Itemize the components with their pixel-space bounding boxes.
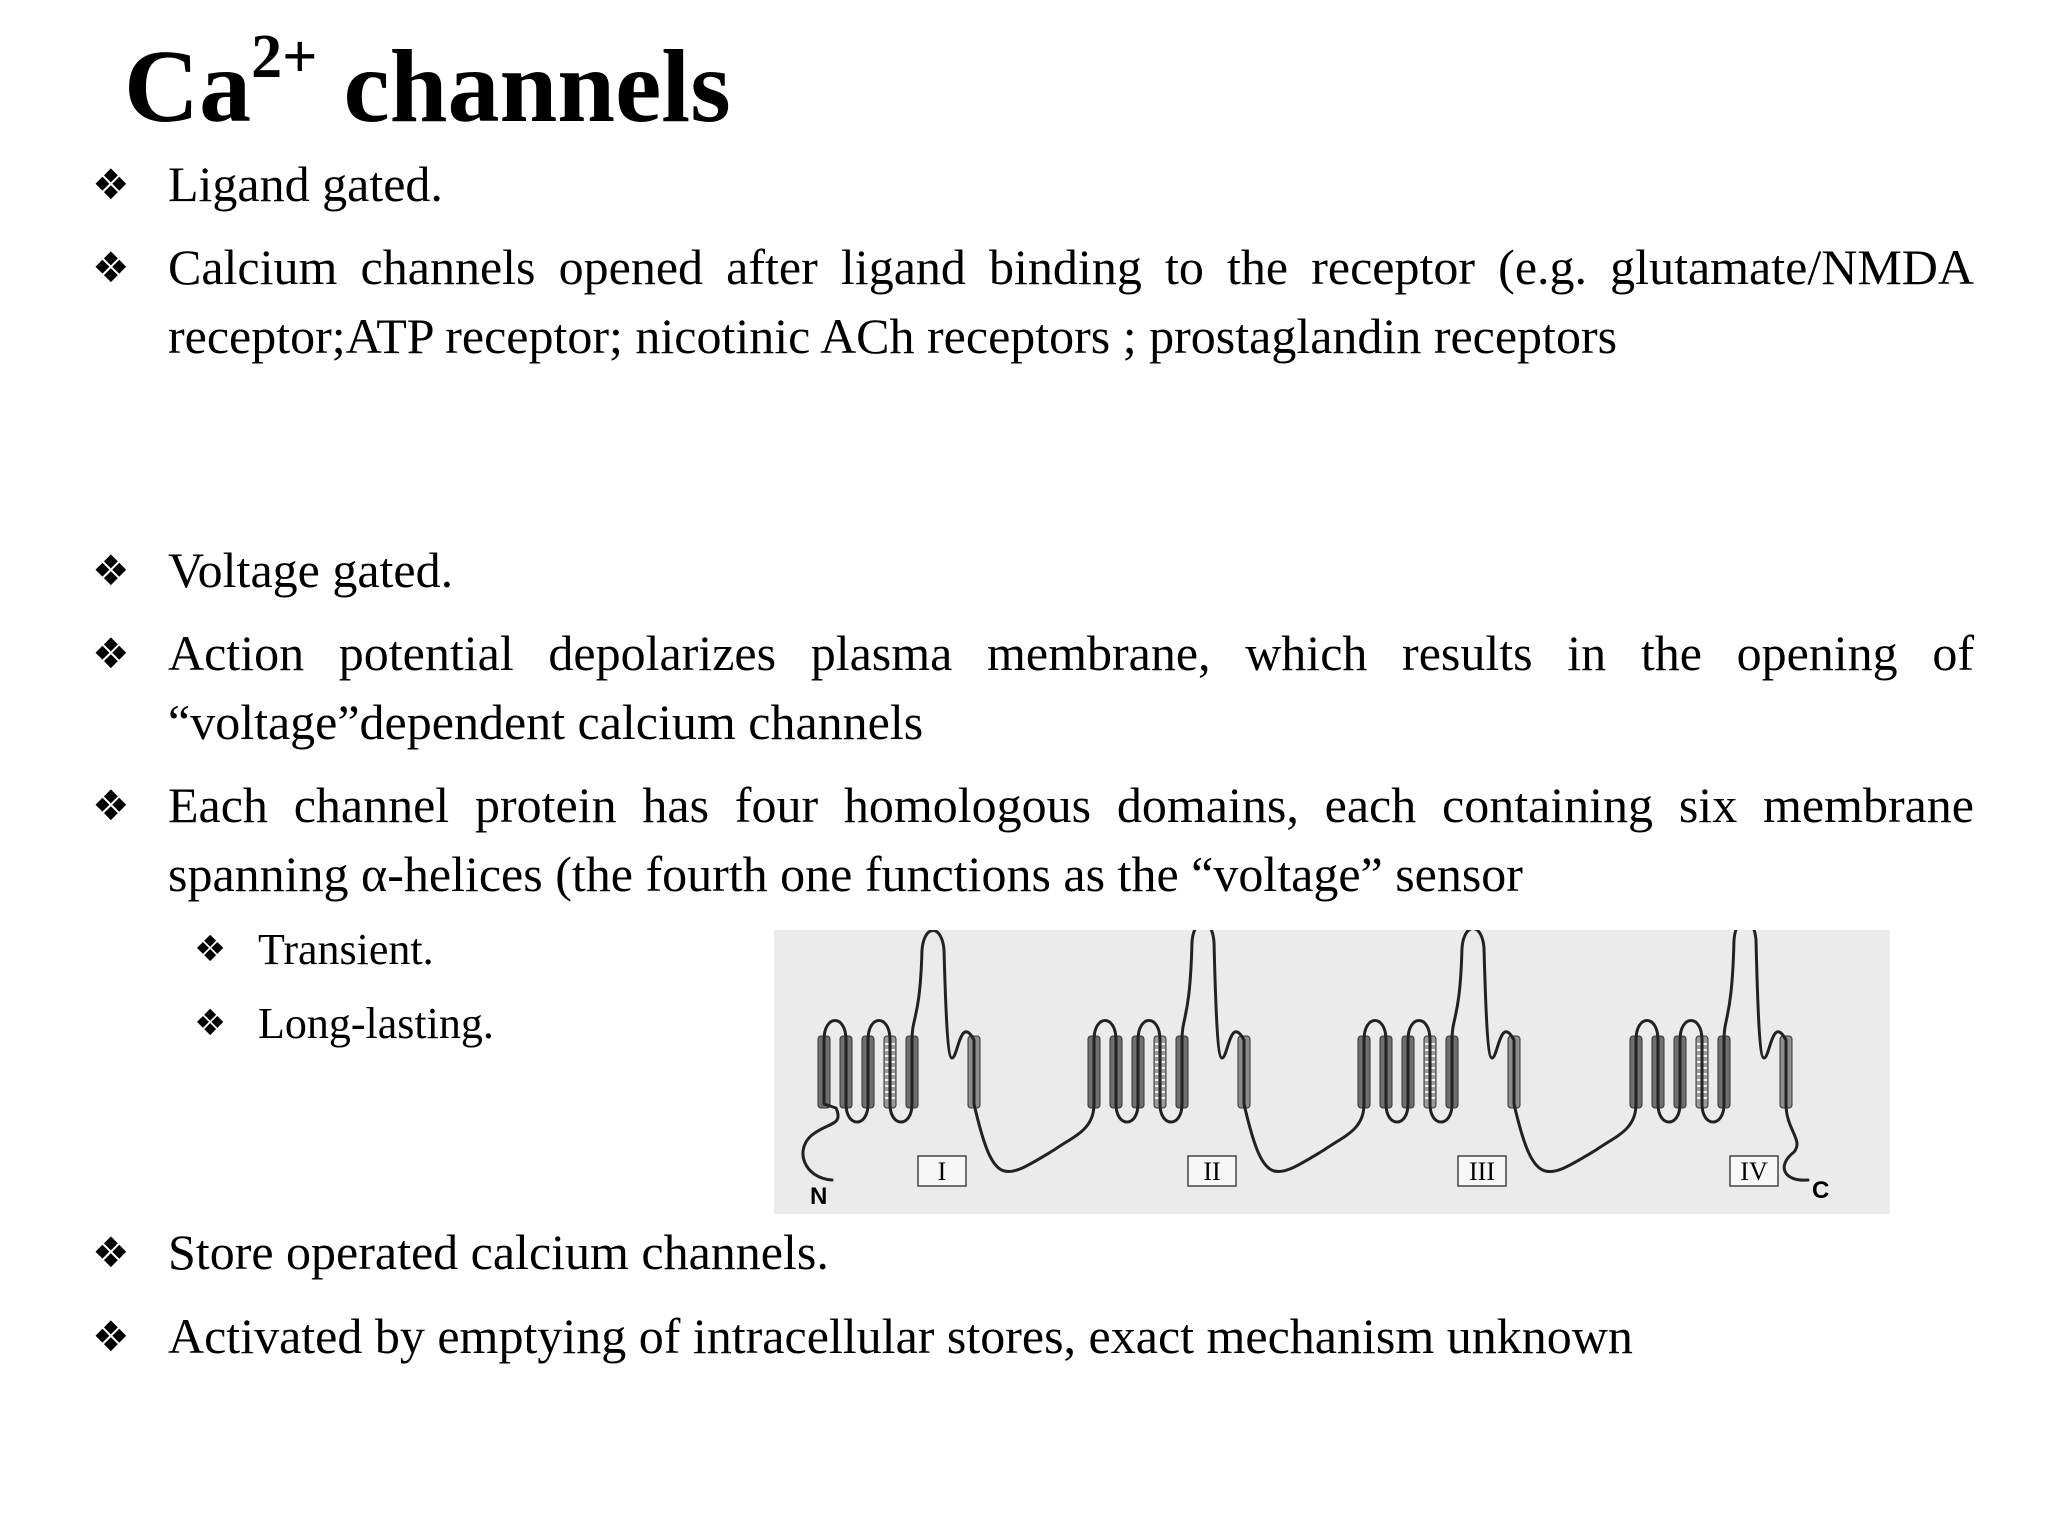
bullet-glyph: ❖	[92, 160, 130, 209]
domain-label: IV	[1740, 1157, 1768, 1186]
bullet-action-potential: ❖ Action potential depolarizes plasma me…	[92, 619, 1974, 757]
slide-title: Ca2+ channels	[124, 23, 731, 144]
bullet-glyph: ❖	[92, 243, 130, 292]
bullet-glyph: ❖	[92, 1228, 130, 1277]
domain-label: I	[938, 1157, 947, 1186]
domain-label: II	[1203, 1157, 1220, 1186]
bullet-channel-protein: ❖ Each channel protein has four homologo…	[92, 771, 1974, 909]
bullet-voltage-gated: ❖ Voltage gated.	[92, 536, 1974, 605]
bullet-store-activation: ❖ Activated by emptying of intracellular…	[92, 1302, 1974, 1371]
bullet-glyph: ❖	[92, 629, 130, 678]
sub-bullet-glyph: ❖	[194, 929, 227, 970]
protein-backbone	[801, 930, 1810, 1182]
c-terminus-label: C	[1812, 1177, 1829, 1204]
n-terminus-label: N	[810, 1183, 827, 1210]
domain-label-box	[1457, 1155, 1507, 1187]
bullet-glyph: ❖	[92, 1312, 130, 1361]
sub-bullet-long-lasting: ❖ Long-lasting.	[194, 996, 754, 1052]
bullet-store-operated: ❖ Store operated calcium channels.	[92, 1218, 1974, 1287]
sub-bullet-glyph: ❖	[194, 1003, 227, 1044]
domain-label-box	[1729, 1155, 1779, 1187]
bullet-ligand-gated: ❖ Ligand gated.	[92, 150, 1974, 219]
domain-label-box	[1187, 1155, 1237, 1187]
bullet-ligand-description: ❖ Calcium channels opened after ligand b…	[92, 233, 1974, 371]
sub-bullet-transient: ❖ Transient.	[194, 922, 754, 978]
domain-label: III	[1469, 1157, 1495, 1186]
domain-label-box	[917, 1155, 967, 1187]
bullet-glyph: ❖	[92, 546, 130, 595]
bullet-glyph: ❖	[92, 781, 130, 830]
